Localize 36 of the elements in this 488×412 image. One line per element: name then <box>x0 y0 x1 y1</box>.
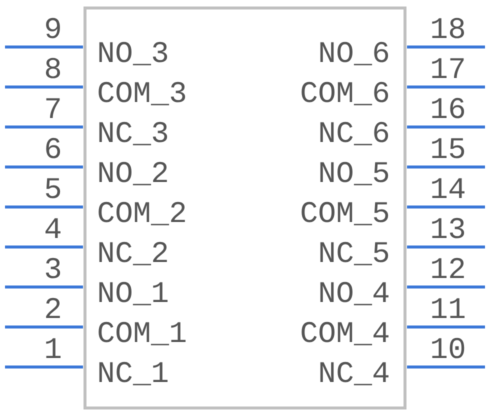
pin-name: NC_4 <box>318 360 390 390</box>
pin-number: 16 <box>430 96 466 126</box>
pin-number: 3 <box>44 256 62 286</box>
pin-name: NO_5 <box>318 160 390 190</box>
pin-name: NO_4 <box>318 280 390 310</box>
pin-name: COM_2 <box>97 200 188 230</box>
pin-name: NC_5 <box>318 240 390 270</box>
pin-name: NC_1 <box>97 360 170 390</box>
pin-name: NC_2 <box>97 240 170 270</box>
pin-number: 8 <box>44 56 62 86</box>
pin-name: NO_1 <box>97 280 170 310</box>
pin-number: 10 <box>430 336 466 366</box>
pin-number: 14 <box>430 176 466 206</box>
pin-number: 1 <box>44 336 62 366</box>
pin-name: NC_6 <box>318 120 390 150</box>
pin-number: 7 <box>44 96 62 126</box>
pin-name: NO_2 <box>97 160 170 190</box>
pin-number: 15 <box>430 136 466 166</box>
pin-name: COM_5 <box>300 200 390 230</box>
pin-number: 5 <box>44 176 62 206</box>
pin-number: 13 <box>430 216 466 246</box>
pin-name: NC_3 <box>97 120 170 150</box>
pin-name: NO_3 <box>97 40 170 70</box>
pin-name: COM_1 <box>97 320 188 350</box>
pin-name: COM_4 <box>300 320 390 350</box>
pin-name: COM_3 <box>97 80 188 110</box>
pin-number: 17 <box>430 56 466 86</box>
pin-number: 2 <box>44 296 62 326</box>
pin-name: COM_6 <box>300 80 390 110</box>
pin-number: 18 <box>430 16 466 46</box>
pin-number: 6 <box>44 136 62 166</box>
pin-name: NO_6 <box>318 40 390 70</box>
pin-number: 4 <box>44 216 62 246</box>
pin-number: 9 <box>44 16 62 46</box>
pin-number: 12 <box>430 256 466 286</box>
pin-number: 11 <box>430 296 466 326</box>
